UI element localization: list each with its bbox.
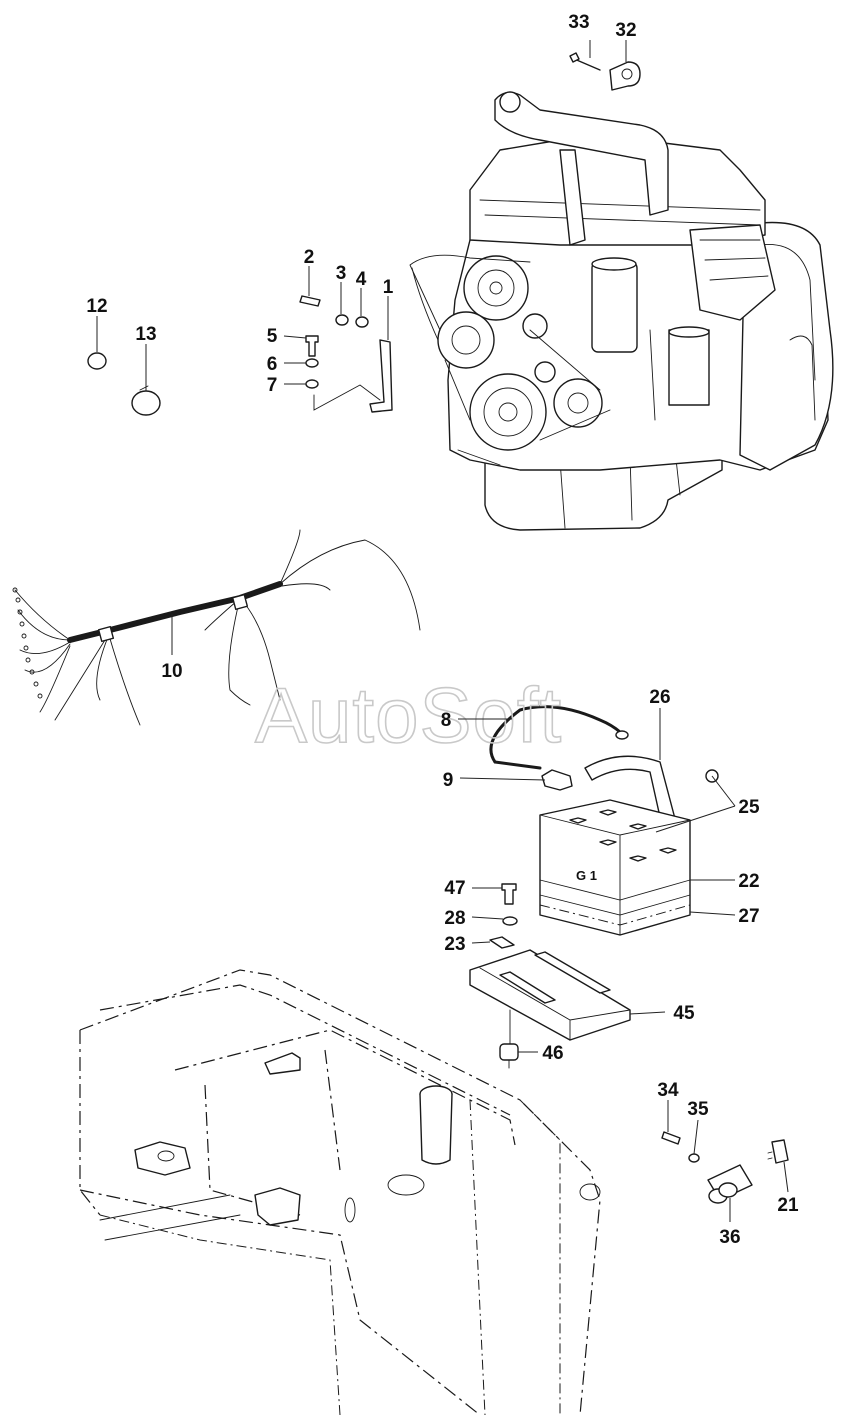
callout-8: 8	[441, 710, 452, 731]
battery-cables-8-9	[489, 705, 629, 791]
callout-46: 46	[542, 1043, 563, 1064]
callout-7: 7	[267, 375, 278, 396]
callout-5: 5	[267, 326, 278, 347]
leader-lines	[96, 40, 789, 1222]
callout-13: 13	[135, 324, 156, 345]
callout-4: 4	[356, 269, 367, 290]
callout-26: 26	[649, 687, 670, 708]
bracket-group-1-7	[299, 295, 393, 413]
callout-36: 36	[719, 1227, 740, 1248]
engine-assembly	[409, 91, 834, 531]
callout-3: 3	[336, 263, 347, 284]
callout-28: 28	[444, 908, 465, 929]
callout-22: 22	[738, 871, 759, 892]
callout-35: 35	[687, 1099, 709, 1120]
callout-23: 23	[444, 934, 465, 955]
clip-and-bolt-32-33	[569, 52, 641, 91]
callout-1: 1	[383, 277, 394, 298]
wiring-harness-10	[12, 529, 421, 726]
chassis-frame-outline	[79, 969, 601, 1415]
callout-33: 33	[568, 12, 589, 33]
callout-2: 2	[304, 247, 315, 268]
callout-6: 6	[267, 354, 278, 375]
callout-25: 25	[738, 797, 760, 818]
callout-12: 12	[86, 296, 107, 317]
callout-27: 27	[738, 906, 759, 927]
callout-10: 10	[161, 661, 182, 682]
relay-group-21-34-35-36	[661, 1131, 789, 1204]
callout-47: 47	[444, 878, 465, 899]
callout-34: 34	[657, 1080, 679, 1101]
battery-tray-45	[469, 883, 631, 1069]
callout-32: 32	[615, 20, 636, 41]
callout-21: 21	[777, 1195, 799, 1216]
callout-9: 9	[443, 770, 454, 791]
hose-clamps-12-13	[87, 352, 161, 416]
callout-labels: 1 2 3 4 5 6 7 8 9 10 12 13 21 22 23 25 2…	[86, 12, 799, 1248]
callout-45: 45	[673, 1003, 695, 1024]
battery-22	[539, 799, 691, 936]
battery-label: G 1	[576, 868, 597, 883]
watermark-text: AutoSoft	[255, 671, 562, 759]
